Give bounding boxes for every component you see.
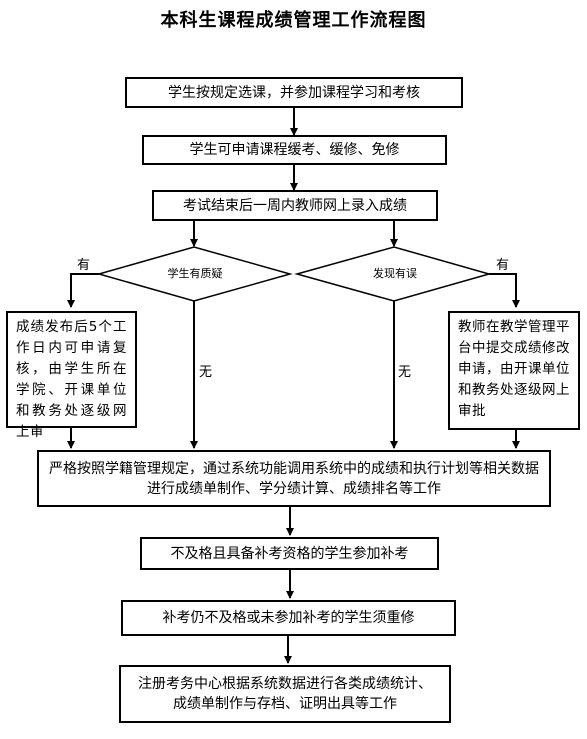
arrow-d2-yes: [489, 273, 520, 308]
diagram-title: 本科生课程成绩管理工作流程图: [160, 10, 427, 31]
decision-d2-label: 发现有误: [373, 267, 417, 280]
branch-grade-correction: 教师在教学管理平台中提交成绩修改申请，由开课单位和教务处逐级网上审批: [448, 311, 580, 430]
decision-d1-shape: [96, 246, 293, 302]
step-registry-archive: 注册考务中心根据系统数据进行各类成绩统计、成绩单制作与存档、证明出具等工作: [119, 665, 451, 723]
step-enter-grades: 考试结束后一周内教师网上录入成绩: [152, 190, 438, 221]
decision-d2-shape: [294, 246, 492, 302]
step-transcript-processing: 严格按照学籍管理规定，通过系统功能调用系统中的成绩和执行计划等相关数据进行成绩单…: [37, 450, 551, 507]
arrow-d1-yes: [67, 273, 99, 308]
branch-review-request: 成绩发布后5个工作日内可申请复核，由学生所在学院、开课单位和教务处逐级网上审: [6, 311, 137, 440]
edge-label-d1-yes: 有: [77, 258, 91, 273]
step-select-courses: 学生按规定选课，并参加课程学习和考核: [125, 77, 463, 108]
edge-label-d2-no: 无: [398, 365, 412, 380]
step-makeup-exam: 不及格且具备补考资格的学生参加补考: [140, 537, 439, 570]
edge-label-d1-no: 无: [199, 365, 213, 380]
step-retake-course: 补考仍不及格或未参加补考的学生须重修: [121, 600, 456, 636]
step-apply-deferral: 学生可申请课程缓考、缓修、免修: [142, 135, 447, 165]
edge-label-d2-yes: 有: [496, 258, 510, 273]
decision-d1-label: 学生有质疑: [167, 267, 223, 280]
